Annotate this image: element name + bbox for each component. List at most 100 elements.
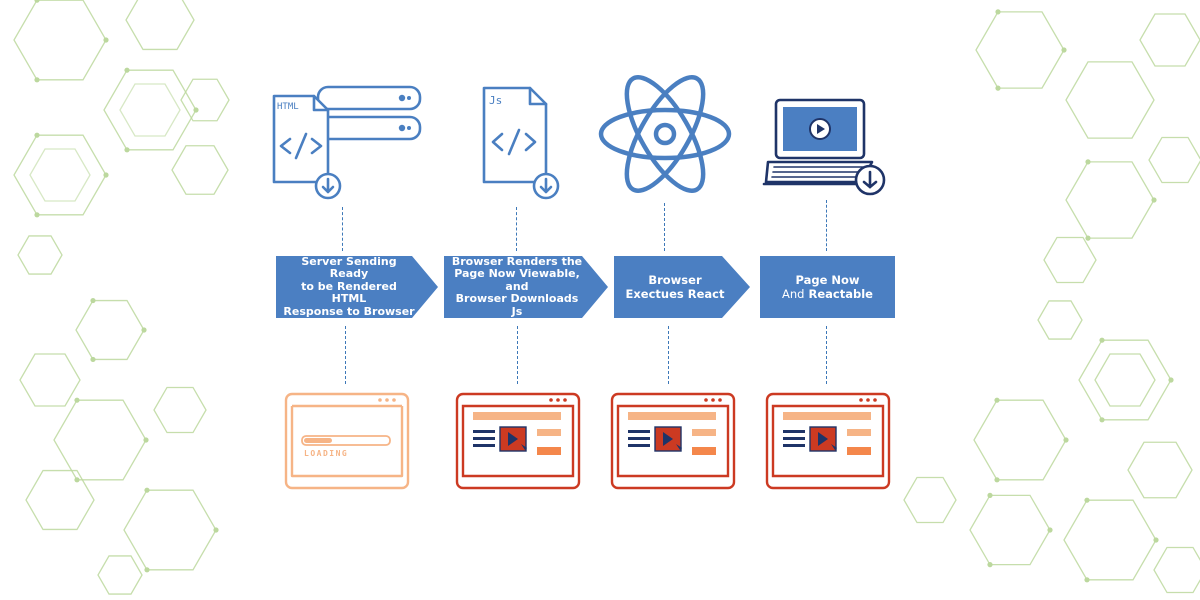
hexagon-shape — [19, 353, 81, 407]
js-file-icon: Js — [482, 86, 560, 200]
hexagon-shape — [1065, 161, 1155, 239]
hexagon-shape — [969, 494, 1051, 566]
loading-text: LOADING — [304, 449, 348, 458]
connector-line — [668, 326, 669, 384]
step-react-label: Browser Exectues React — [620, 273, 745, 301]
html-label: HTML — [277, 102, 299, 112]
browser-window-loading: LOADING — [284, 392, 410, 490]
hexagon-shape — [973, 399, 1067, 481]
arrow-shape — [276, 256, 438, 318]
hexagon-shape — [103, 69, 197, 151]
hexagon-shape — [1063, 499, 1157, 581]
hexagon-node — [34, 77, 40, 83]
hexagon-node — [74, 397, 80, 403]
hexagon-node — [141, 327, 147, 333]
connector-line — [516, 207, 517, 251]
hexagon-shape — [975, 11, 1065, 89]
hexagon-node — [994, 397, 1000, 403]
hexagon-shape — [13, 134, 107, 216]
step-line-bold: Reactable — [808, 287, 873, 301]
step-render-label: Browser Renders the Page Now Viewable, a… — [444, 255, 608, 319]
browser-window-reactable — [765, 392, 891, 490]
hexagon-shape — [171, 145, 229, 195]
hexagon-shape — [1139, 13, 1200, 67]
hexagon-node — [1153, 537, 1159, 543]
hexagon-node — [1084, 497, 1090, 503]
hexagon-node — [124, 147, 130, 153]
step-render-arrow: Browser Renders the Page Now Viewable, a… — [444, 255, 608, 319]
step-line: Page Now — [795, 273, 860, 287]
js-label: Js — [489, 94, 502, 107]
step-react-arrow: Browser Exectues React — [614, 256, 750, 318]
hexagon-node — [1084, 577, 1090, 583]
hexagon-node — [1085, 159, 1091, 165]
hexagon-shape — [17, 235, 63, 275]
hexagon-node — [1085, 235, 1091, 241]
step-line-prefix: And — [782, 287, 805, 301]
step-line-mixed: And Reactable — [782, 287, 873, 301]
html-file-server-icon: HTML — [272, 85, 422, 200]
hexagon-shape — [123, 489, 217, 571]
hexagon-node — [34, 212, 40, 218]
hexagon-shape — [180, 78, 230, 122]
hexagon-node — [103, 172, 109, 178]
step-line: to be Rendered HTML — [301, 279, 397, 306]
hexagon-node — [987, 562, 993, 568]
hexagon-node — [213, 527, 219, 533]
hexagon-node — [90, 297, 96, 304]
browser-frame — [455, 392, 581, 490]
step-reactable-box: Page Now And Reactable — [760, 256, 895, 318]
hexagon-shape — [25, 469, 95, 531]
hexagon-shape — [119, 83, 181, 137]
step-server-arrow: Server Sending Ready to be Rendered HTML… — [276, 255, 438, 319]
hexagon-node — [144, 567, 150, 573]
arrow-shape — [444, 256, 608, 318]
step-line: Response to Browser — [283, 304, 415, 318]
hexagon-shape — [1043, 236, 1097, 284]
hexagon-node — [987, 492, 993, 498]
hexagon-shape — [13, 0, 107, 81]
hexagon-pattern-left — [13, 0, 230, 595]
hexagon-node — [124, 67, 130, 73]
hexagon-shape — [153, 386, 207, 434]
hexagon-node — [144, 487, 150, 493]
connector-line — [826, 326, 827, 384]
step-server-label: Server Sending Ready to be Rendered HTML… — [276, 255, 438, 319]
hexagon-shape — [125, 0, 195, 51]
connector-line — [826, 200, 827, 251]
hexagon-node — [103, 37, 109, 43]
hexagon-node — [34, 0, 40, 3]
arrow-shape — [614, 256, 750, 318]
hexagon-node — [995, 9, 1001, 15]
react-atom-icon — [598, 75, 732, 193]
hexagon-node — [995, 85, 1001, 91]
hexagon-node — [34, 132, 40, 138]
hexagon-node — [1047, 527, 1053, 533]
hexagon-shape — [29, 148, 91, 202]
step-line: Exectues React — [625, 287, 725, 301]
hexagon-node — [143, 437, 149, 443]
connector-line — [342, 207, 343, 251]
hexagon-node — [1061, 47, 1067, 53]
hexagon-shape — [903, 476, 957, 524]
hexagon-node — [1168, 377, 1174, 383]
connector-line — [664, 203, 665, 251]
connector-line — [517, 326, 518, 384]
hexagon-shape — [1153, 546, 1200, 594]
browser-window-viewable — [455, 392, 581, 490]
browser-window-react — [610, 392, 736, 490]
hexagon-shape — [1148, 136, 1200, 184]
hexagon-node — [193, 107, 199, 113]
hexagon-node — [74, 477, 80, 483]
hexagon-pattern-right — [903, 9, 1200, 594]
hexagon-shape — [75, 299, 145, 361]
hexagon-shape — [97, 555, 143, 595]
step-line: Page Now Viewable, and — [454, 267, 580, 293]
step-reactable-label: Page Now And Reactable — [776, 273, 879, 301]
step-line: Browser Downloads Js — [455, 292, 579, 318]
hexagon-node — [994, 477, 1000, 483]
laptop-download-icon — [762, 98, 886, 196]
hexagon-node — [1063, 437, 1069, 443]
hexagon-node — [90, 356, 96, 363]
